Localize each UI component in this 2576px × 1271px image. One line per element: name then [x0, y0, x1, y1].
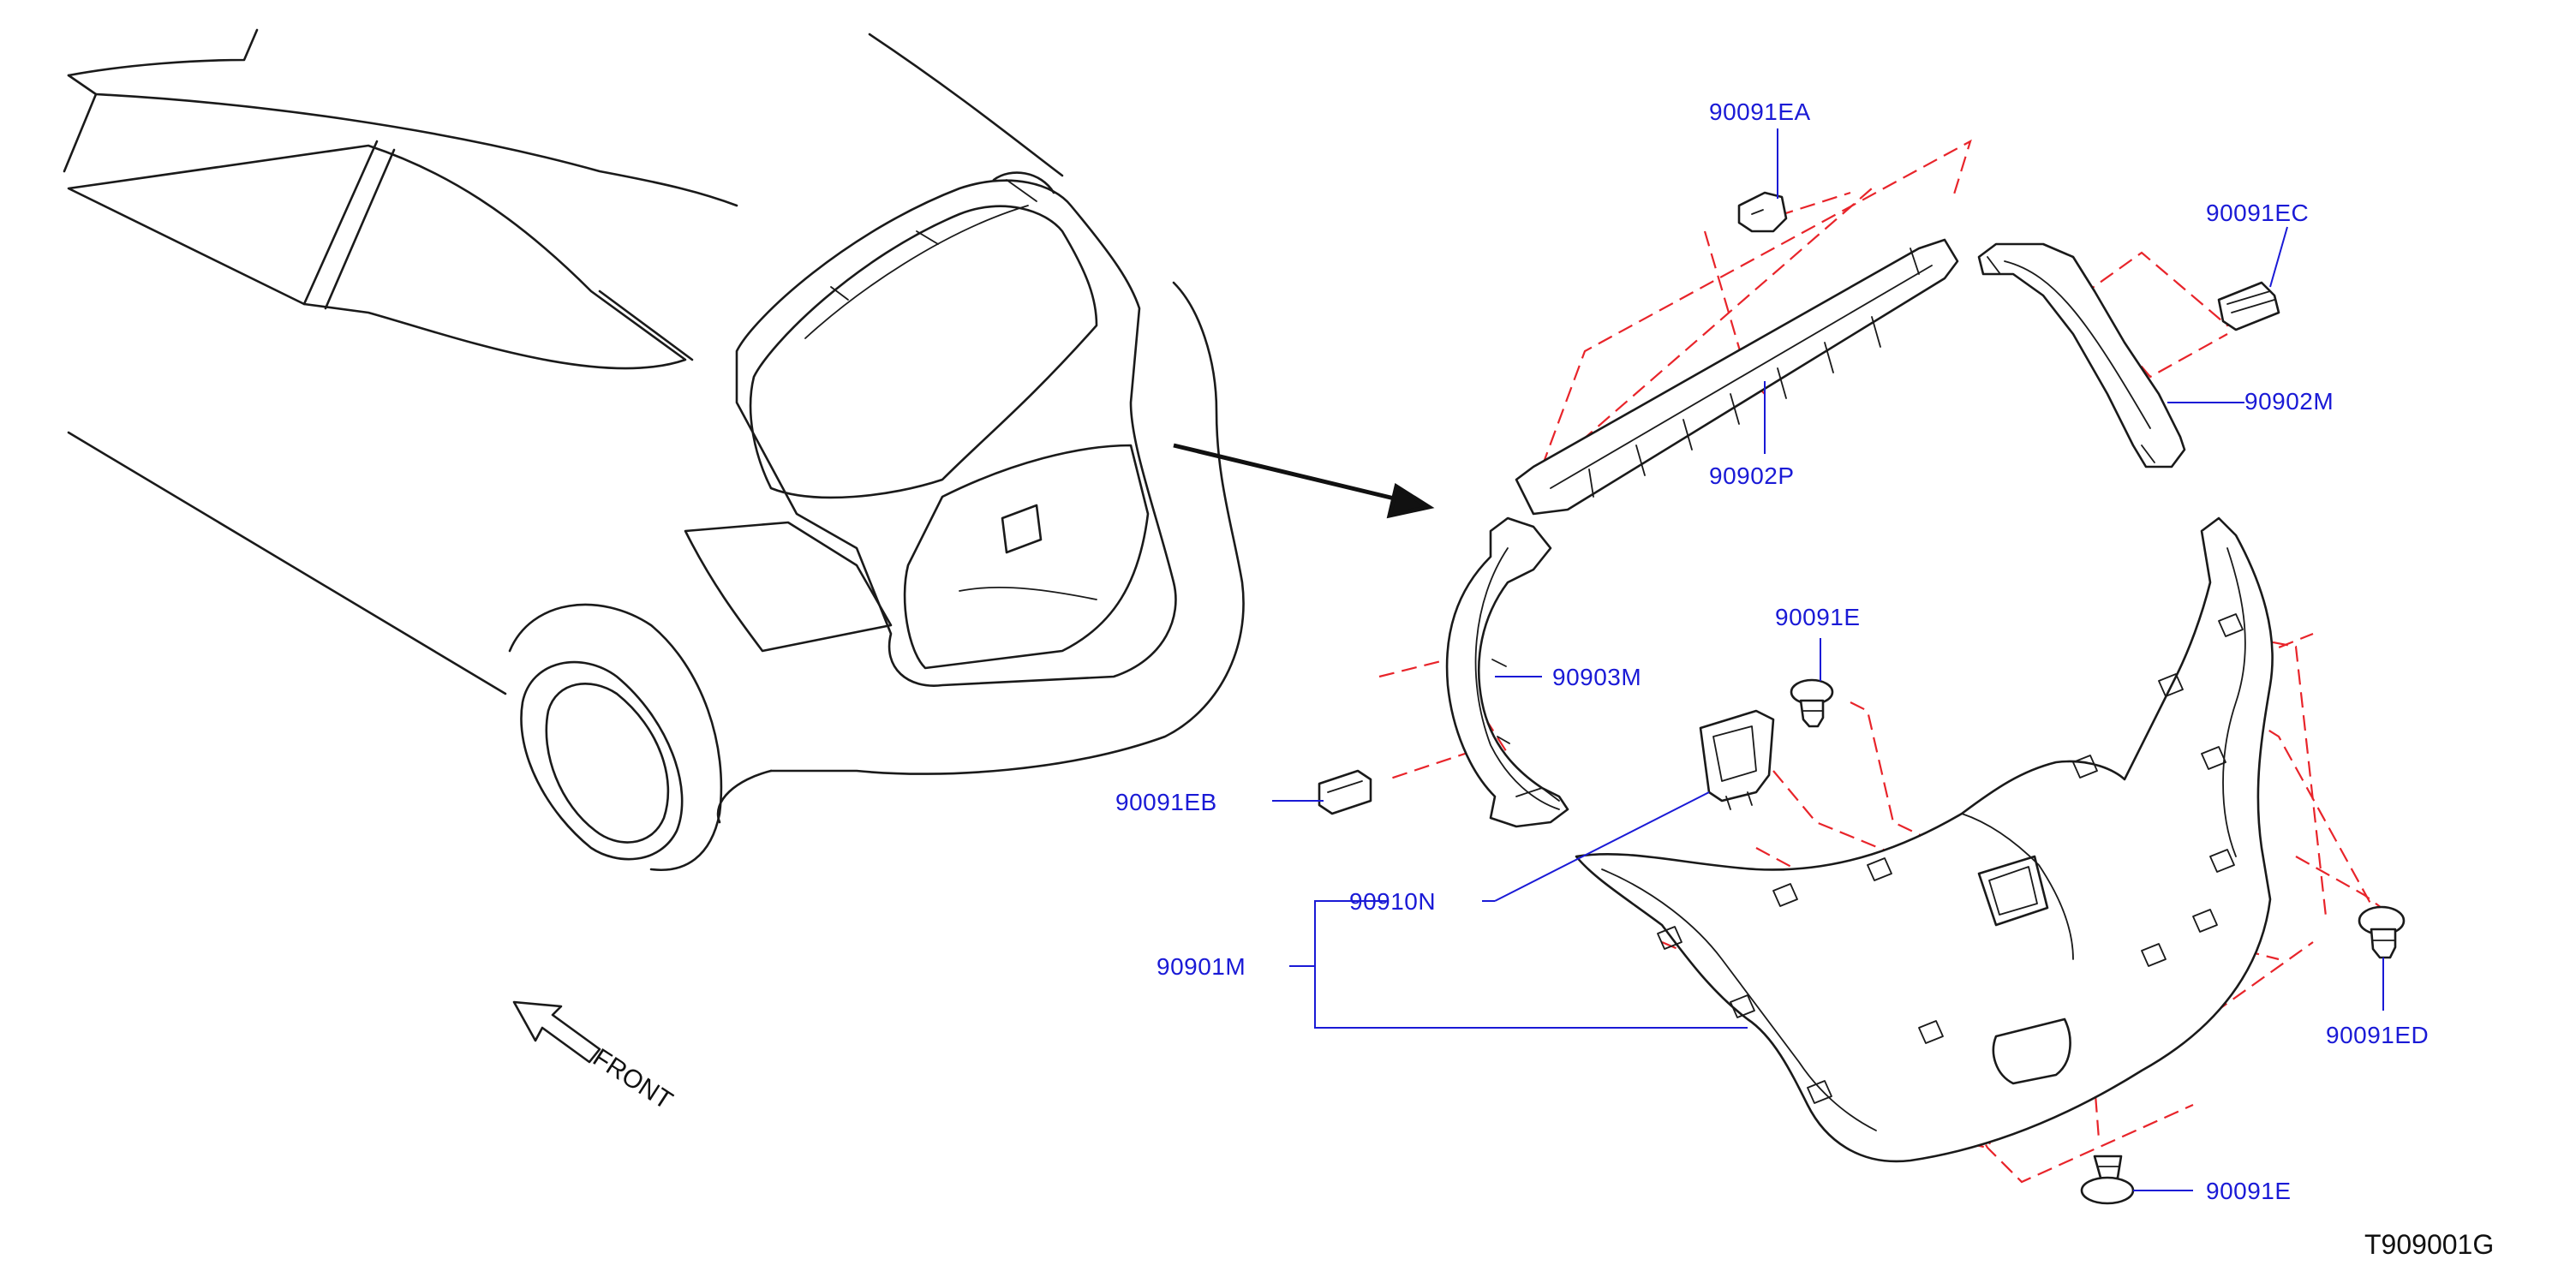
label-90091EC: 90091EC [2206, 200, 2309, 226]
pointer-arrow [1173, 443, 1435, 519]
part-90091EC-clip [2217, 281, 2280, 331]
part-90902P-garnish [1515, 238, 1959, 516]
label-90901M: 90901M [1157, 953, 1246, 980]
label-90902P: 90902P [1709, 462, 1795, 489]
part-90902M-trim [1977, 242, 2186, 468]
label-90091ED: 90091ED [2326, 1022, 2429, 1048]
part-90091E-push-clip-lower [2080, 1155, 2135, 1205]
part-90901M-panel [1575, 516, 2274, 1163]
label-90910N: 90910N [1349, 888, 1436, 915]
label-90903M: 90903M [1552, 664, 1641, 690]
label-90091E-lower: 90091E [2206, 1178, 2292, 1204]
part-90091EB-clip [1318, 769, 1372, 815]
part-labels: 90091EA 90091EC 90902M 90902P 90903M 900… [1115, 98, 2429, 1204]
label-90902M: 90902M [2244, 388, 2334, 415]
leader-lines [1272, 128, 2384, 1191]
front-arrow-icon [512, 1000, 601, 1064]
front-direction-indicator: FRONT [512, 1000, 678, 1115]
reference-code: T909001G [2364, 1229, 2494, 1260]
part-90091EA-clip [1737, 191, 1788, 233]
part-90910N-bracket [1699, 709, 1775, 810]
part-90091E-push-clip-upper [1790, 678, 1834, 728]
label-90091E-upper: 90091E [1775, 604, 1861, 630]
label-90091EB: 90091EB [1115, 789, 1217, 815]
label-90091EA: 90091EA [1709, 98, 1811, 125]
vehicle-rear-view [63, 28, 1245, 872]
front-label: FRONT [588, 1043, 678, 1115]
part-90903M-trim [1445, 516, 1569, 828]
part-90091ED-clip [2358, 905, 2406, 959]
